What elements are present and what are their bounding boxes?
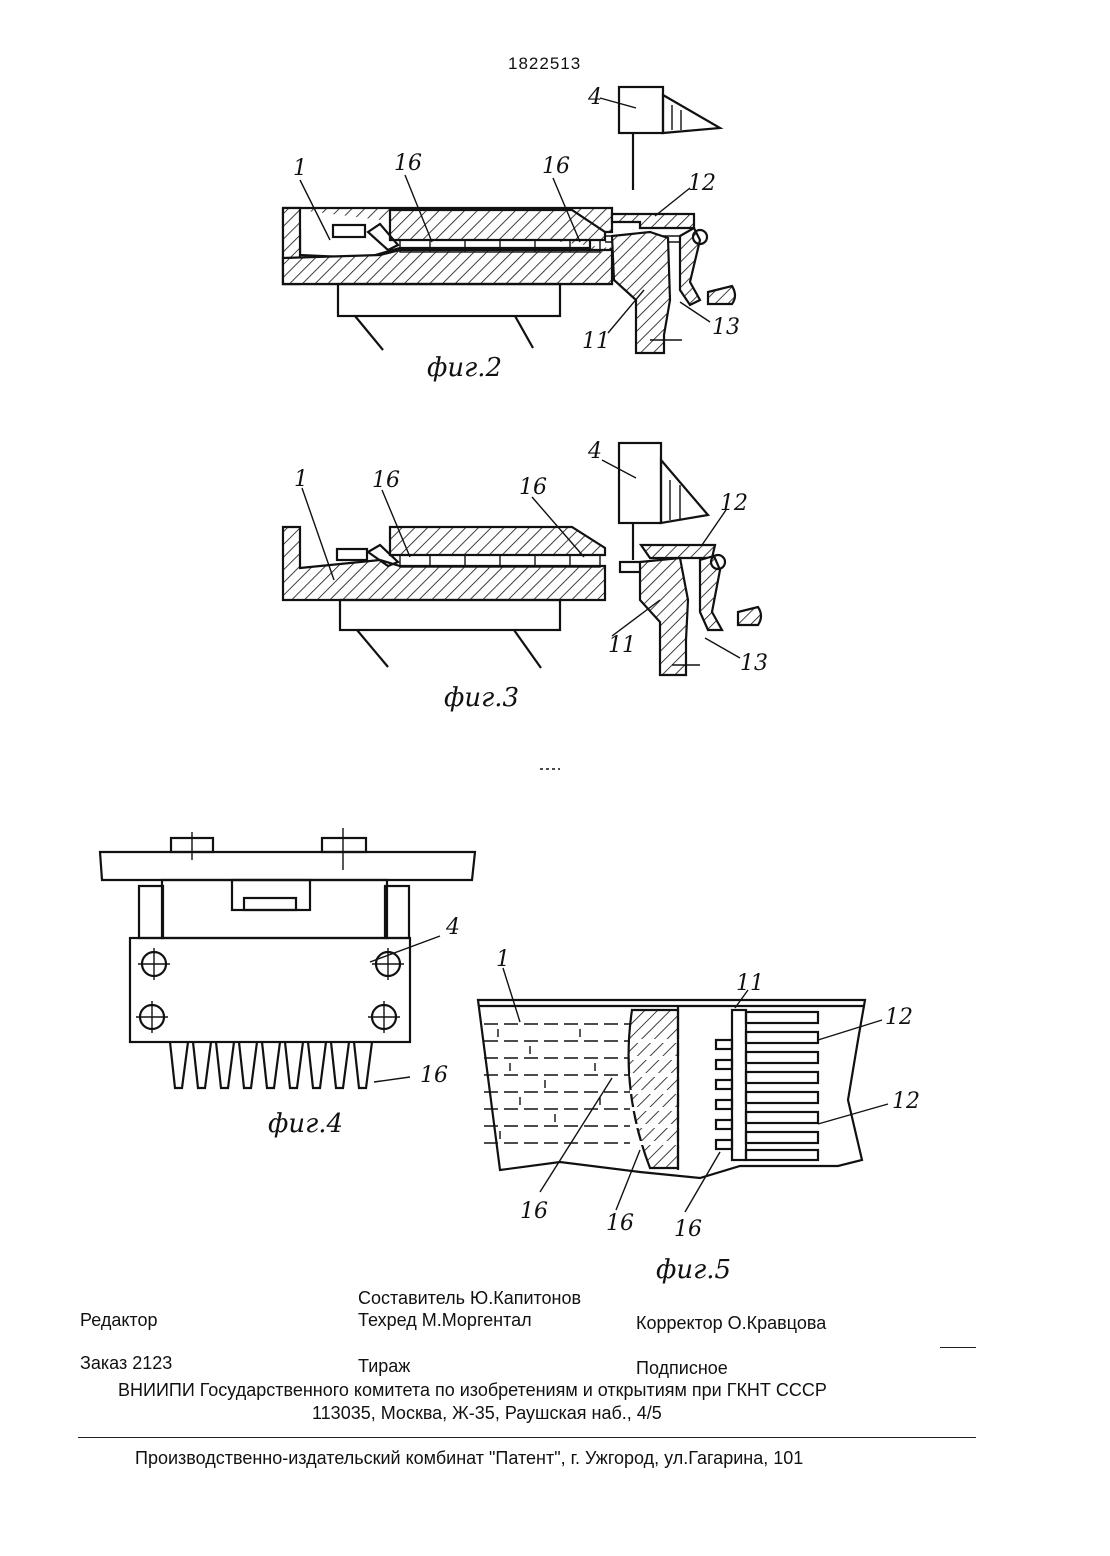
divider [940,1347,976,1348]
figure-2: 4 1 16 16 12 11 13 фиг.2 [283,85,740,383]
comb-teeth [170,1042,372,1088]
publisher-line: Производственно-издательский комбинат "П… [135,1448,803,1469]
svg-text:13: 13 [740,651,768,676]
svg-text:4: 4 [587,85,602,110]
order-line: Заказ 2123 [80,1353,172,1374]
svg-text:12: 12 [885,1005,913,1030]
svg-text:11: 11 [736,971,764,996]
svg-text:16: 16 [542,154,570,179]
figure-4: 4 16 фиг.4 [100,828,475,1139]
fig3-part-13 [700,556,722,630]
figure-5: 1 11 12 12 16 16 16 фиг.5 [478,947,920,1285]
svg-text:12: 12 [720,491,748,516]
svg-text:1: 1 [496,947,510,972]
svg-text:1: 1 [293,156,307,181]
svg-text:13: 13 [712,315,740,340]
footer-rule [78,1437,976,1438]
fig2-caption: фиг.2 [427,353,502,383]
institute-line: ВНИИПИ Государственного комитета по изоб… [118,1380,827,1401]
svg-text:1: 1 [294,467,308,492]
svg-text:4: 4 [445,915,460,940]
svg-text:16: 16 [519,475,547,500]
svg-text:12: 12 [892,1089,920,1114]
svg-text:16: 16 [520,1199,548,1224]
fig2-part-12 [612,214,694,228]
fig2-part-13 [680,228,700,305]
svg-text:11: 11 [608,633,636,658]
fig2-lower-body [283,250,612,284]
fig3-top-cover [390,527,605,555]
figure-3: 4 1 16 16 12 11 13 фиг.3 [283,439,768,713]
address-line: 113035, Москва, Ж-35, Раушская наб., 4/5 [312,1403,662,1424]
editor-label: Редактор [80,1310,157,1331]
svg-text:4: 4 [587,439,602,464]
fig3-caption: фиг.3 [444,683,519,713]
drawing-sheet: 4 1 16 16 12 11 13 фиг.2 [0,0,1110,1300]
fig3-part-12 [641,545,715,558]
svg-text:16: 16 [420,1063,448,1088]
fig5-caption: фиг.5 [656,1255,731,1285]
compiler-line: Составитель Ю.Капитонов [358,1288,581,1309]
svg-text:16: 16 [674,1217,702,1242]
screw-icons [136,948,404,1033]
subscription-label: Подписное [636,1358,728,1379]
print-run-label: Тираж [358,1356,410,1377]
fig3-part-11 [640,558,688,675]
svg-text:11: 11 [582,329,610,354]
fig4-caption: фиг.4 [268,1109,343,1139]
svg-text:16: 16 [372,468,400,493]
svg-text:12: 12 [688,171,716,196]
svg-text:16: 16 [394,151,422,176]
svg-text:16: 16 [606,1211,634,1236]
techred-line: Техред М.Моргентал [358,1310,532,1331]
corrector-line: Корректор О.Кравцова [636,1313,826,1334]
